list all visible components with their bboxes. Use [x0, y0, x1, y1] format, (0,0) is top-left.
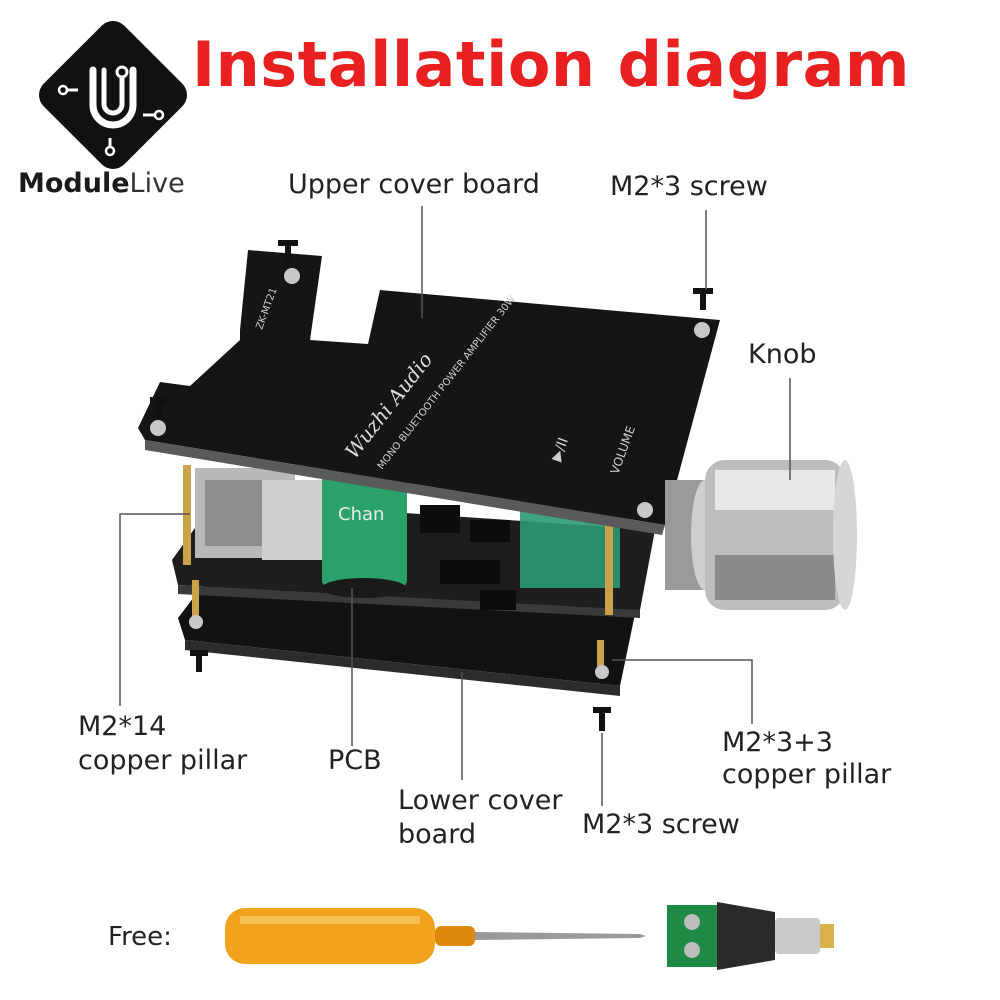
- label-m2-14-line1: M2*14: [78, 710, 166, 744]
- label-knob: Knob: [748, 338, 816, 372]
- label-lower-cover-line1: Lower cover: [398, 784, 563, 818]
- copper-pillar-left: [183, 465, 191, 565]
- screwdriver-icon: [225, 908, 646, 964]
- label-free: Free:: [108, 920, 172, 954]
- capacitor-label: Chan: [338, 504, 384, 525]
- label-upper-cover-board: Upper cover board: [288, 168, 540, 202]
- label-m2-3-screw-bottom: M2*3 screw: [582, 808, 740, 842]
- dc-connector-icon: [667, 902, 834, 970]
- label-lower-cover-line2: board: [398, 818, 476, 852]
- label-pcb: PCB: [328, 744, 382, 778]
- label-m2-14-line2: copper pillar: [78, 744, 247, 778]
- label-m2-3-screw-top: M2*3 screw: [610, 170, 768, 204]
- copper-pillar-right: [605, 520, 613, 615]
- label-m2-3-3-line2: copper pillar: [722, 758, 891, 792]
- label-m2-3-3-line1: M2*3+3: [722, 726, 833, 760]
